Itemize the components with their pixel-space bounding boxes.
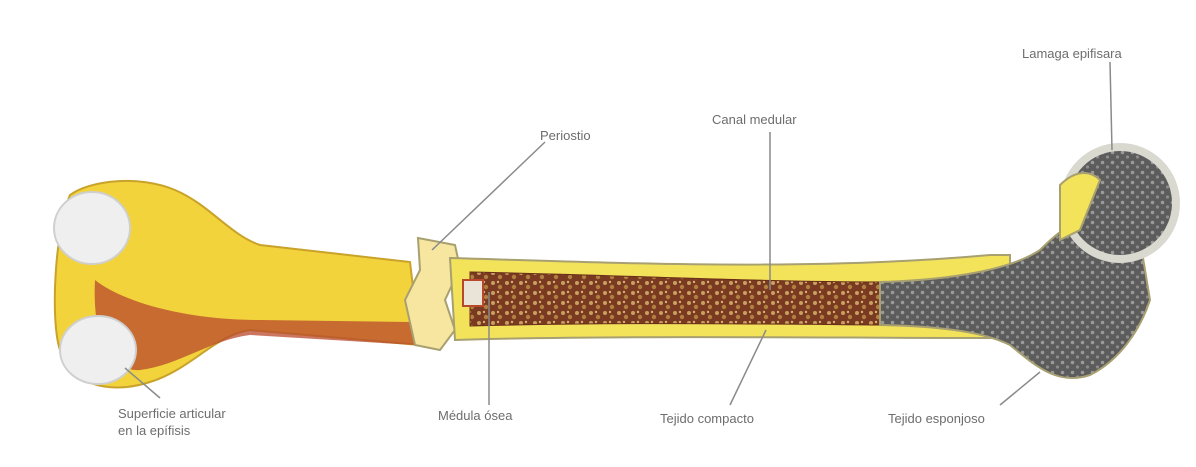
label-articular-surface-line2: en la epífisis bbox=[118, 423, 191, 438]
label-endosteum: Médula ósea bbox=[438, 408, 513, 423]
label-cartilage: Lamaga epifisara bbox=[1022, 46, 1122, 61]
label-spongy-tissue: Tejido esponjoso bbox=[888, 411, 985, 426]
leader-lines bbox=[125, 62, 1112, 405]
endosteum-zone bbox=[463, 280, 483, 306]
label-medullary-canal: Canal medular bbox=[712, 112, 797, 127]
lower-condyle-cartilage bbox=[60, 316, 136, 384]
label-compact-tissue: Tejido compacto bbox=[660, 411, 754, 426]
label-periosteum: Periostio bbox=[540, 128, 591, 143]
upper-condyle-cartilage bbox=[54, 192, 130, 264]
label-articular-surface: Superficie articular en la epífisis bbox=[118, 406, 229, 438]
label-articular-surface-line1: Superficie articular bbox=[118, 406, 226, 421]
